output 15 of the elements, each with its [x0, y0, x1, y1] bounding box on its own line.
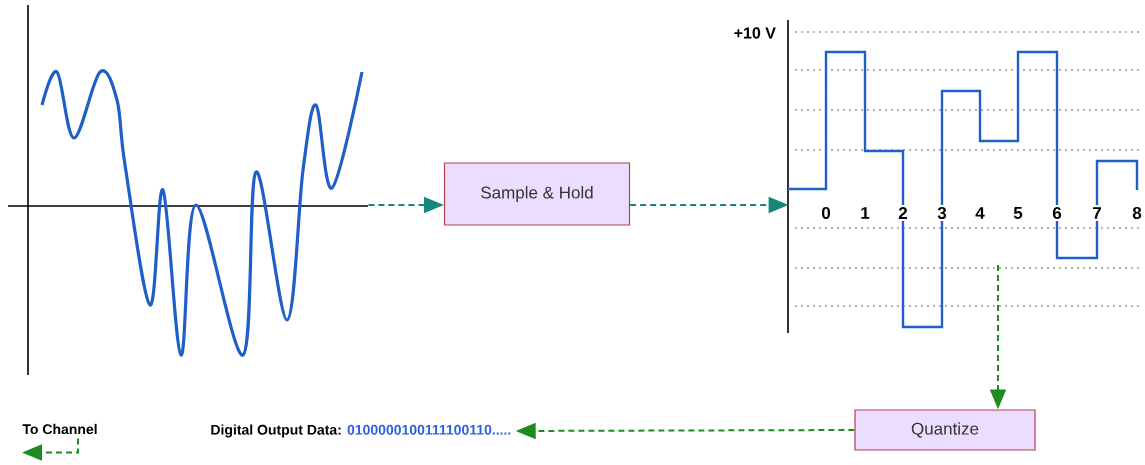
- tick-label: 2: [896, 205, 910, 221]
- signal-wave-drawing: [7, 4, 369, 376]
- tick-label: 1: [858, 205, 872, 221]
- output-data-text: Digital Output Data: 0100000100111100110.....: [211, 424, 511, 438]
- tick-label: 5: [1011, 205, 1025, 221]
- tick-label: 0: [819, 205, 833, 221]
- tick-label: 7: [1090, 205, 1104, 221]
- tick-label: 6: [1050, 205, 1064, 221]
- tick-label: 4: [973, 205, 987, 221]
- axis-label: +10 V: [734, 27, 776, 39]
- tick-label: 8: [1130, 205, 1144, 221]
- sample-hold-box: Sample & Hold: [443, 162, 631, 226]
- tick-label: 3: [935, 204, 949, 221]
- quantize-box: Quantize: [854, 409, 1036, 451]
- output-text: To Channel: [22, 423, 97, 435]
